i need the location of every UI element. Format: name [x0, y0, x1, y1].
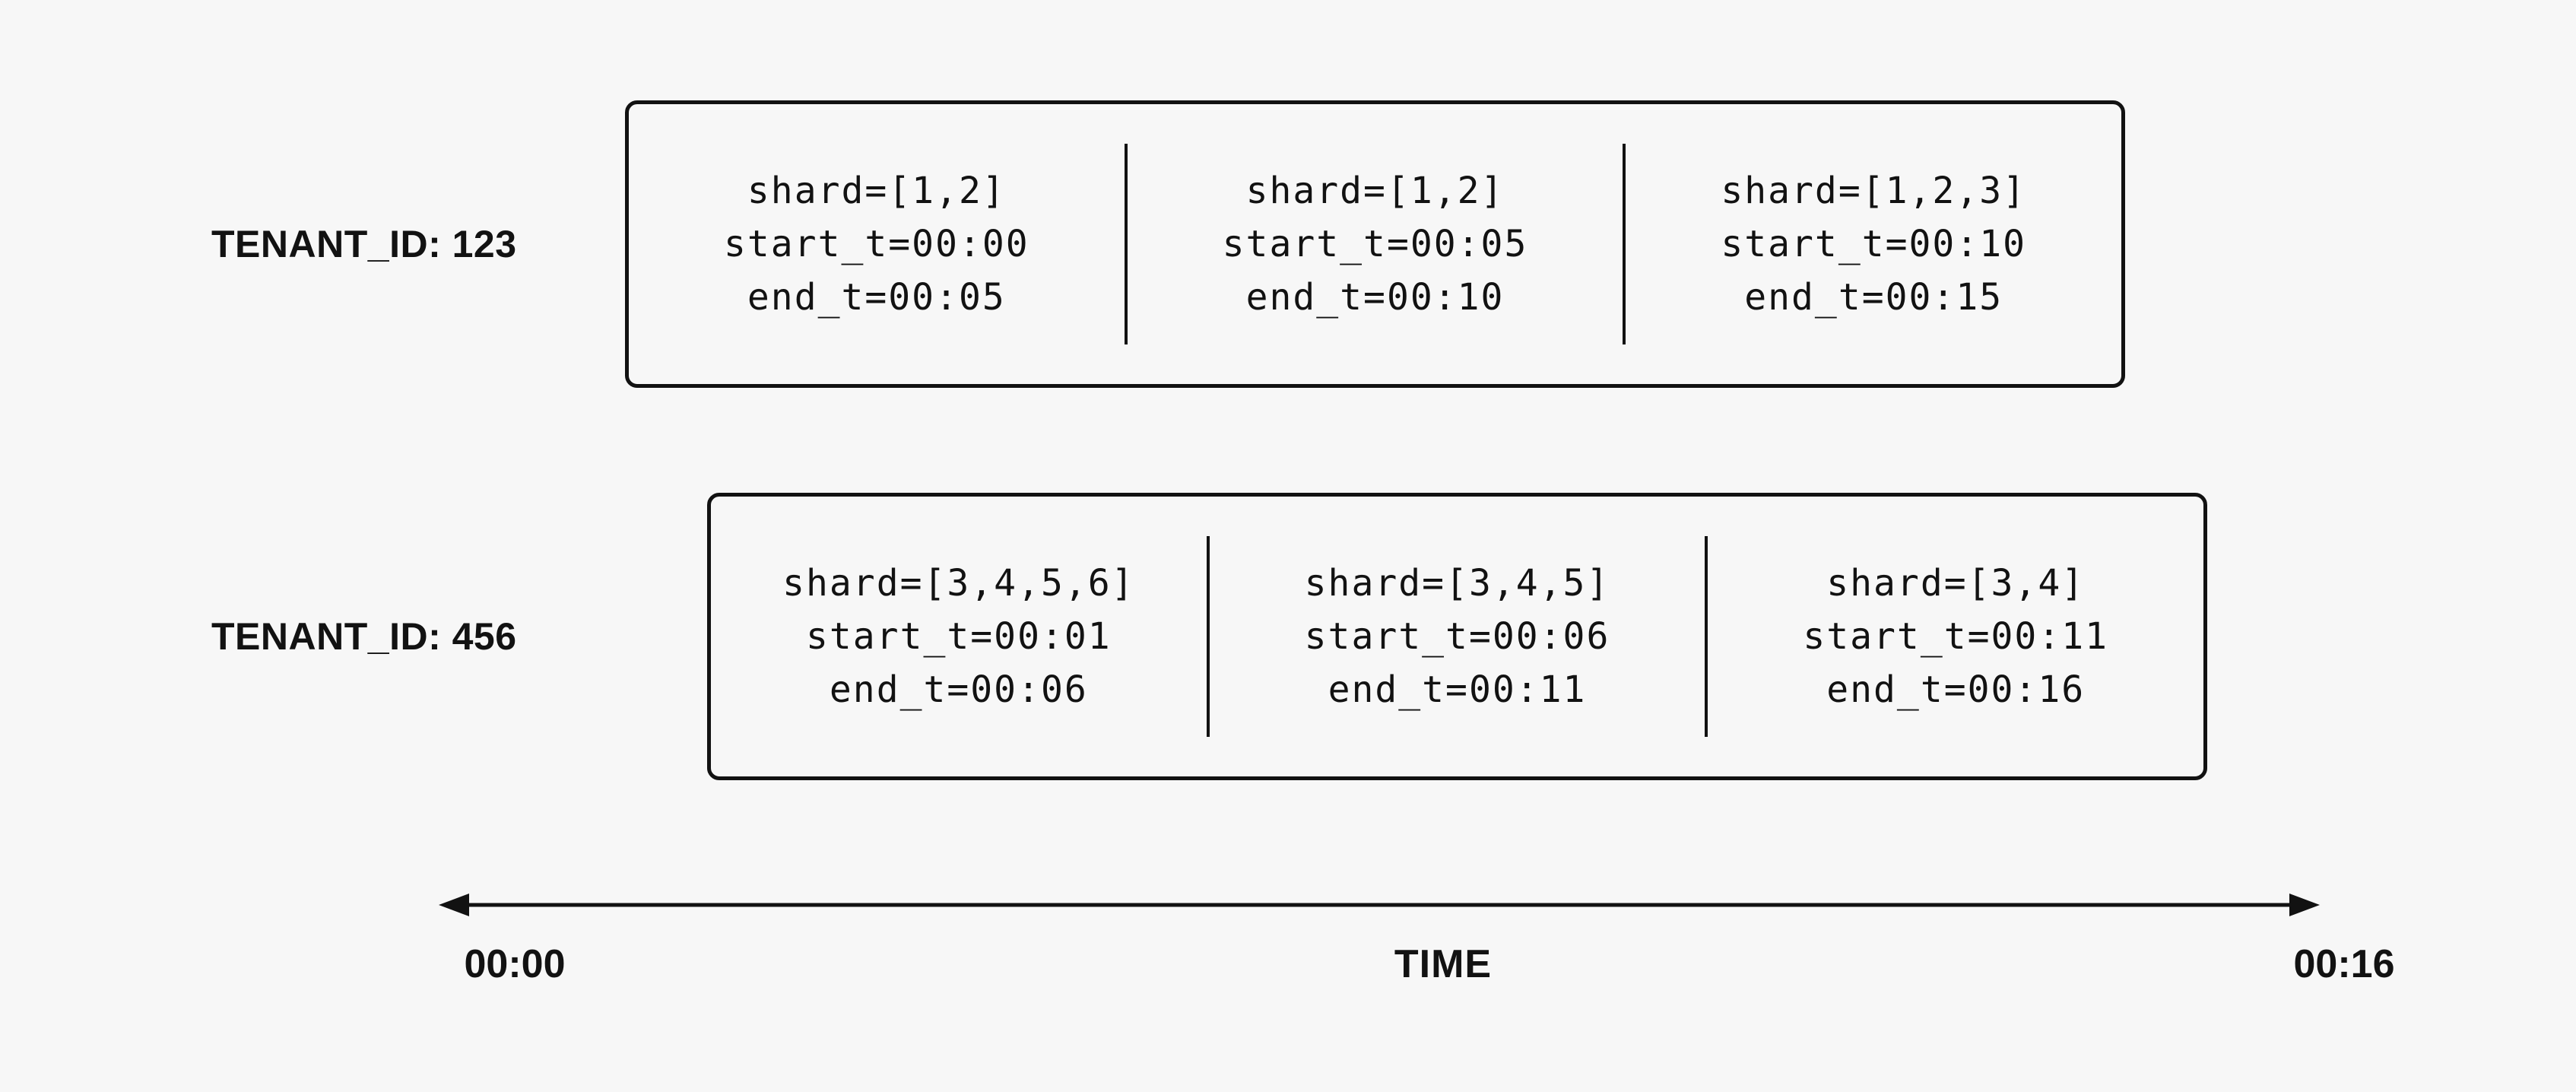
- arrow-left-head-icon: [439, 894, 469, 916]
- segment-end-line: end_t=00:10: [1245, 276, 1505, 319]
- segment-shard-line: shard=[1,2,3]: [1721, 170, 2027, 212]
- axis-end-label: 00:16: [2293, 942, 2395, 986]
- segment-end-line: end_t=00:06: [829, 668, 1088, 711]
- segment-end-line: end_t=00:16: [1826, 668, 2086, 711]
- timeline-segment: shard=[3,4,5,6] start_t=00:01 end_t=00:0…: [711, 497, 1207, 776]
- segment-divider: [1705, 536, 1708, 737]
- segment-end-line: end_t=00:11: [1328, 668, 1587, 711]
- tenant-timeline-box: shard=[3,4,5,6] start_t=00:01 end_t=00:0…: [707, 493, 2207, 780]
- axis-start-label: 00:00: [464, 942, 566, 986]
- segment-divider: [1206, 536, 1210, 737]
- segment-shard-line: shard=[3,4]: [1826, 562, 2086, 605]
- segment-divider: [1623, 144, 1626, 344]
- tenant-label: TENANT_ID: 456: [211, 615, 517, 658]
- segment-start-line: start_t=00:01: [805, 615, 1112, 658]
- segment-shard-line: shard=[1,2]: [747, 170, 1006, 212]
- timeline-segment: shard=[3,4] start_t=00:11 end_t=00:16: [1708, 497, 2203, 776]
- timeline-segment: shard=[3,4,5] start_t=00:06 end_t=00:11: [1210, 497, 1705, 776]
- segment-shard-line: shard=[3,4,5]: [1304, 562, 1610, 605]
- segment-start-line: start_t=00:00: [723, 223, 1029, 265]
- time-axis: [439, 894, 2320, 916]
- segment-divider: [1124, 144, 1128, 344]
- axis-title: TIME: [1394, 942, 1493, 986]
- segment-start-line: start_t=00:11: [1803, 615, 2109, 658]
- tenant-timeline-box: shard=[1,2] start_t=00:00 end_t=00:05 sh…: [625, 100, 2125, 388]
- segment-shard-line: shard=[3,4,5,6]: [782, 562, 1135, 605]
- segment-end-line: end_t=00:15: [1744, 276, 2003, 319]
- arrow-right-head-icon: [2289, 894, 2320, 916]
- tenant-label: TENANT_ID: 123: [211, 223, 517, 265]
- segment-start-line: start_t=00:06: [1304, 615, 1610, 658]
- timeline-segment: shard=[1,2] start_t=00:05 end_t=00:10: [1128, 104, 1623, 384]
- timeline-segment: shard=[1,2,3] start_t=00:10 end_t=00:15: [1626, 104, 2121, 384]
- segment-end-line: end_t=00:05: [747, 276, 1006, 319]
- segment-start-line: start_t=00:10: [1721, 223, 2027, 265]
- segment-shard-line: shard=[1,2]: [1245, 170, 1505, 212]
- segment-start-line: start_t=00:05: [1222, 223, 1528, 265]
- timeline-segment: shard=[1,2] start_t=00:00 end_t=00:05: [629, 104, 1125, 384]
